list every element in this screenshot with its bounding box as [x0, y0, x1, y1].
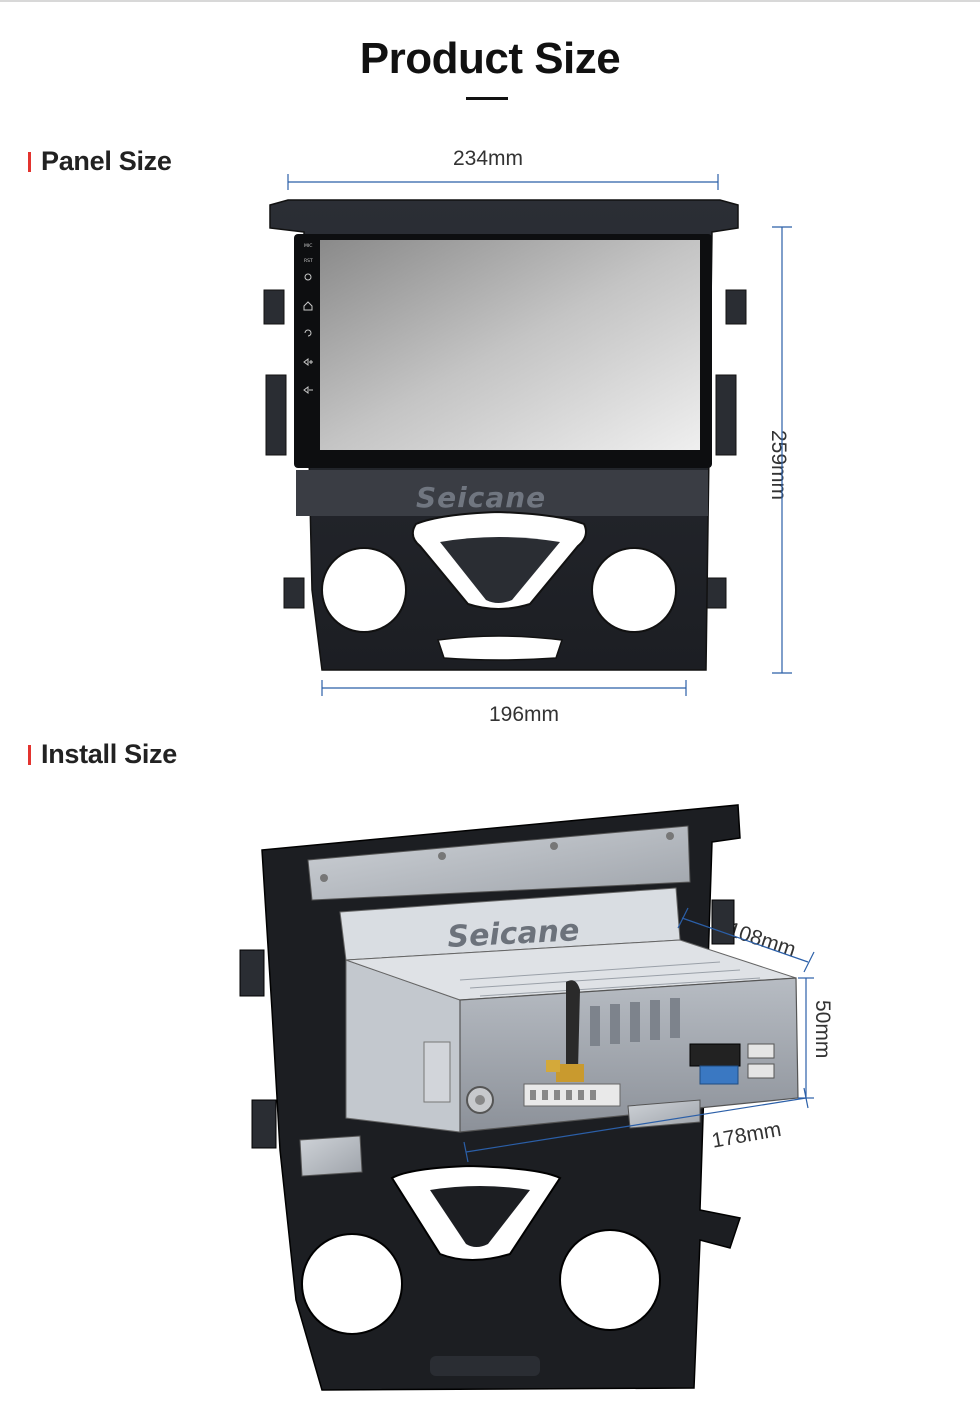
install-height-dimension — [798, 977, 814, 1099]
page-title: Product Size — [359, 34, 621, 83]
install-left-knob — [301, 1233, 403, 1335]
panel-size-heading: Panel Size — [28, 146, 172, 177]
display-screen — [320, 240, 700, 450]
title-underline — [466, 97, 508, 100]
panel-bottom-width-label: 196mm — [489, 703, 560, 726]
right-knob-cutout — [591, 547, 677, 633]
top-divider — [0, 0, 980, 2]
antenna — [566, 980, 580, 1072]
side-buttons: MIC RST — [303, 243, 313, 394]
black-connector — [689, 1043, 741, 1067]
panel-width-dimension — [287, 174, 719, 190]
install-width-dimension — [463, 1087, 809, 1163]
install-right-knob — [559, 1229, 661, 1331]
usb-port-1 — [747, 1043, 775, 1059]
left-knob-cutout — [321, 547, 407, 633]
usb-port-2 — [747, 1063, 775, 1079]
install-depth-dimension — [677, 907, 815, 973]
accent-bar — [28, 151, 31, 172]
panel-brand-logo: Seicane — [416, 481, 546, 514]
blue-connector — [699, 1065, 739, 1085]
bottom-slot — [437, 635, 564, 661]
mounting-clips — [263, 289, 747, 609]
panel-bottom-width-dimension — [321, 680, 687, 696]
bottom-bracket — [299, 1135, 363, 1177]
panel-height-dimension — [772, 226, 792, 674]
svg-text:MIC: MIC — [304, 243, 312, 249]
accent-bar — [28, 744, 31, 765]
panel-width-label: 234mm — [453, 147, 524, 170]
top-bracket — [307, 825, 691, 901]
install-size-heading: Install Size — [28, 739, 177, 770]
svg-text:RST: RST — [304, 258, 313, 264]
